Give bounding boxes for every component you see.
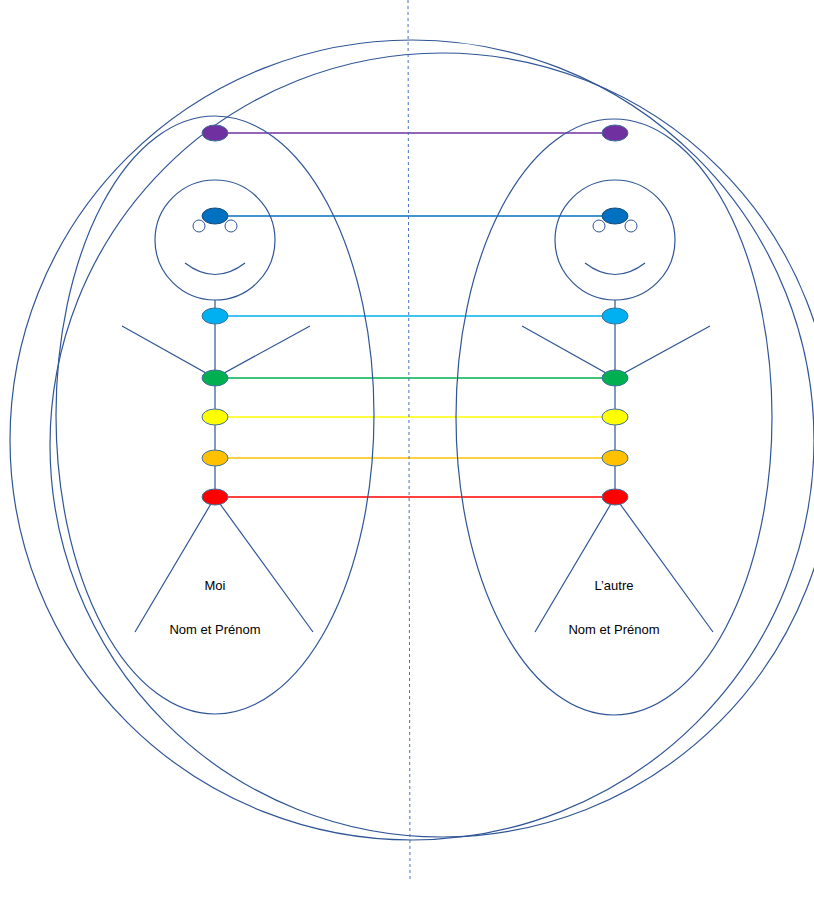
outer-circle	[50, 53, 814, 837]
link-stub	[461, 496, 615, 497]
ellipse-outline	[56, 116, 374, 714]
link-stub	[215, 416, 375, 417]
person-role: Moi	[205, 578, 226, 593]
link-stub	[456, 377, 615, 378]
link-stub	[215, 496, 369, 497]
chakra-link	[270, 132, 565, 133]
link-stub	[215, 315, 366, 316]
link-stub	[496, 215, 615, 216]
chakra-link	[369, 496, 461, 497]
link-stubs	[215, 133, 615, 497]
person-ellipse: L’autreNom et Prénom	[455, 118, 773, 716]
text-row: Moi	[55, 576, 375, 594]
divider-line	[408, 0, 410, 882]
chakra-link	[375, 416, 455, 417]
person-role: L’autre	[594, 578, 633, 593]
person-ellipse: MoiNom et Prénom	[55, 115, 375, 715]
text-row: Nom et Prénom	[55, 620, 375, 638]
ellipse-outline	[456, 119, 772, 715]
person-name: Nom et Prénom	[568, 622, 659, 637]
text-row: Nom et Prénom	[455, 620, 773, 638]
stick-figure	[522, 125, 713, 632]
stick-figure	[122, 125, 313, 632]
link-stub	[455, 416, 615, 417]
chakra-link	[335, 215, 497, 216]
chakra-link	[374, 377, 457, 378]
connectors	[270, 133, 565, 497]
text-row: L’autre	[455, 576, 773, 594]
link-stub	[215, 215, 335, 216]
link-stub	[457, 457, 615, 458]
link-stub	[215, 377, 374, 378]
chakra-link	[366, 315, 464, 316]
link-stub	[464, 315, 615, 316]
outer-circle	[10, 40, 814, 840]
chakra-link	[373, 457, 456, 458]
link-stub	[215, 457, 373, 458]
person-name: Nom et Prénom	[169, 622, 260, 637]
